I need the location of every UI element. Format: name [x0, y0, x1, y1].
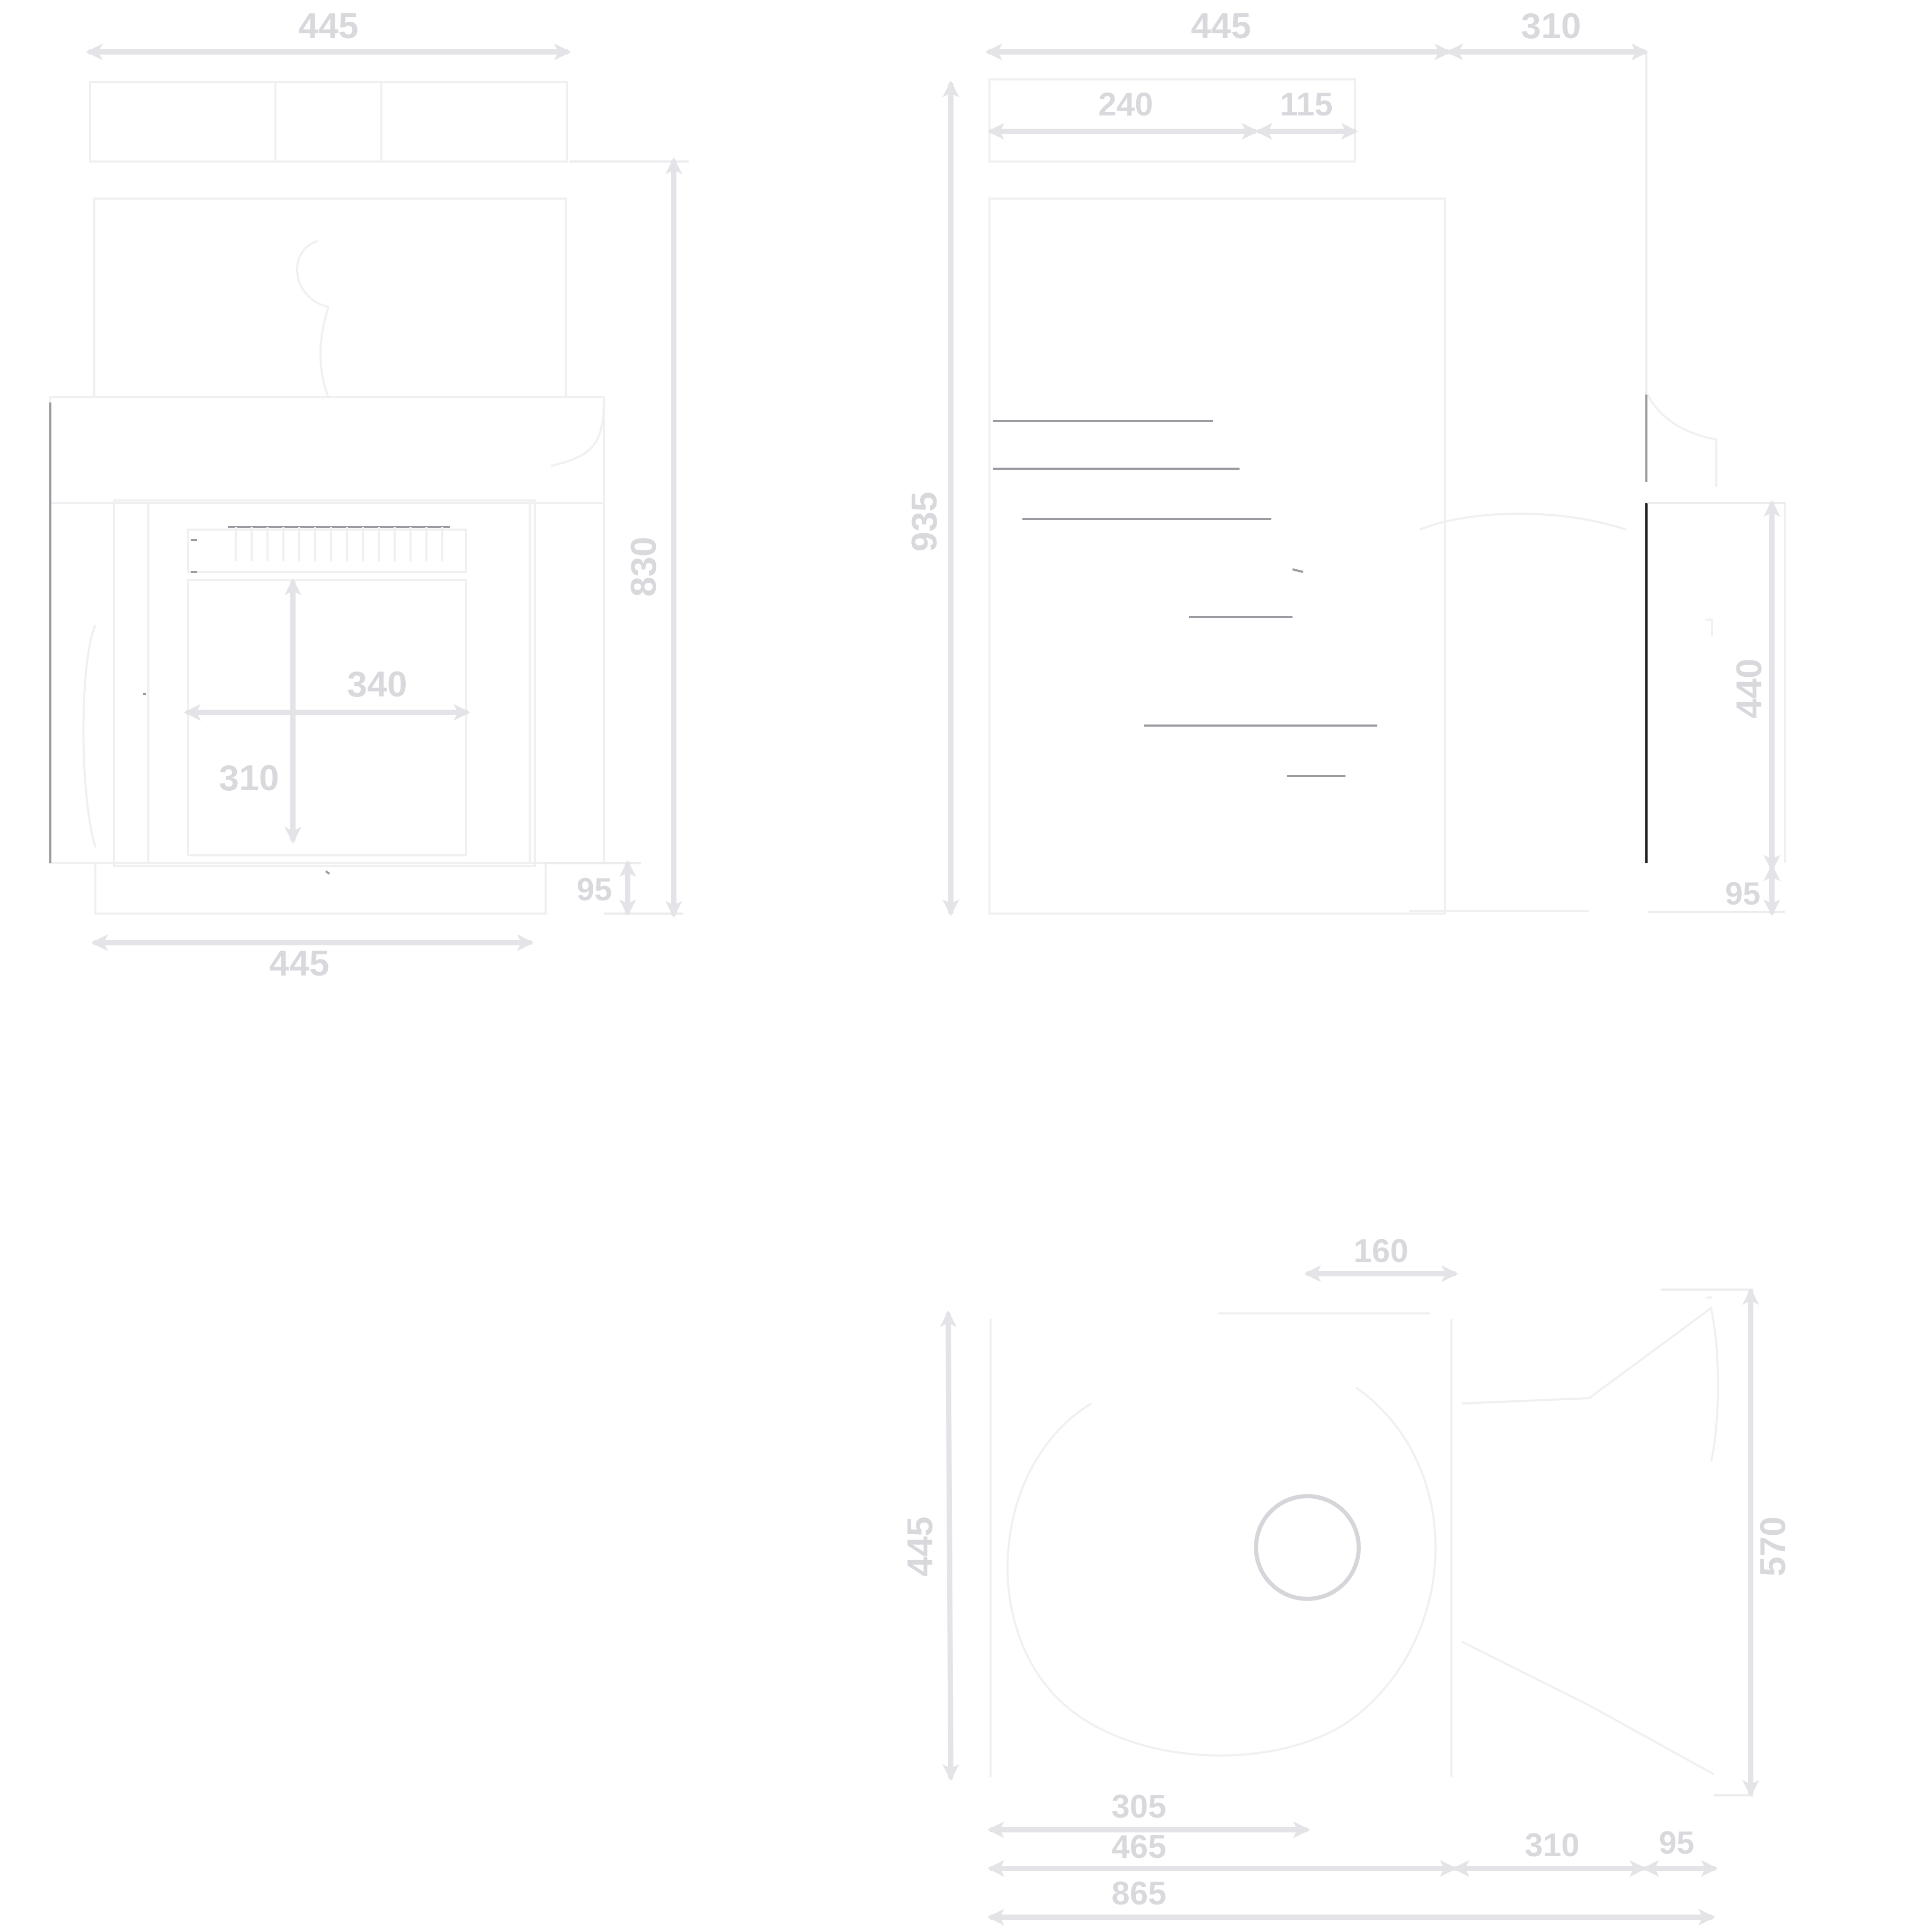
front-view-outline [49, 81, 605, 915]
side-heat-fins [993, 420, 1377, 777]
side-outlet-diameter-dimension: 115 [1255, 86, 1359, 140]
side-outlet-front-label: 240 [1098, 86, 1153, 123]
front-firebox-width-dimension: 340 [183, 664, 471, 721]
side-view-outline [988, 78, 1786, 915]
plan-outlet-width-dimension: 160 [1304, 1233, 1459, 1283]
front-grille [228, 526, 450, 561]
plan-extension-lines [1661, 1289, 1753, 1796]
plan-outlet-offset-dimension: 305 [987, 1788, 1311, 1839]
plan-body-depth-dimension: 445 [900, 1310, 959, 1781]
plan-side-width-label: 310 [1525, 1827, 1579, 1864]
plan-rear-offset-dimension: 95 [1642, 1825, 1718, 1877]
plan-total-depth-label: 570 [1753, 1516, 1793, 1576]
side-rear-height-dimension: 440 [1729, 499, 1781, 872]
plan-rear-offset-label: 95 [1659, 1825, 1695, 1861]
front-top-width-label: 445 [298, 6, 358, 46]
side-total-height-label: 935 [904, 491, 944, 551]
side-total-height-dimension: 935 [904, 80, 960, 917]
plan-side-width-dimension: 310 [1452, 1827, 1647, 1877]
plan-outlet-offset-label: 305 [1111, 1788, 1166, 1825]
front-base-height-dimension: 95 [577, 860, 637, 917]
side-rear-height-label: 440 [1729, 658, 1769, 718]
side-depth-dimension: 310 [1446, 6, 1649, 61]
side-top-width-dimension: 445 [985, 6, 1452, 61]
plan-view-outline [990, 1296, 1719, 1777]
front-extension-lines [546, 160, 689, 915]
side-outlet-front-dimension: 240 [987, 86, 1259, 140]
side-base-height-label: 95 [1725, 876, 1761, 911]
plan-flue-outlet [1254, 1494, 1361, 1601]
plan-outlet-width-label: 160 [1353, 1233, 1408, 1269]
front-base-height-label: 95 [577, 872, 612, 907]
front-firebox-height-dimension: 310 [219, 578, 302, 844]
side-outlet-diameter-label: 115 [1280, 86, 1333, 123]
plan-body-depth-label: 445 [900, 1516, 940, 1576]
plan-total-depth-dimension: 570 [1742, 1287, 1793, 1797]
front-firebox-width-label: 340 [347, 664, 407, 704]
plan-body-width-label: 465 [1111, 1829, 1166, 1865]
front-top-width-dimension: 445 [85, 6, 572, 61]
side-view: 445 310 240 115 935 440 95 [904, 6, 1786, 917]
plan-overall-width-label: 865 [1111, 1875, 1166, 1912]
side-base-height-dimension: 95 [1725, 864, 1781, 917]
front-total-height-dimension: 830 [623, 157, 683, 918]
front-base-width-label: 445 [269, 943, 329, 983]
side-extension-lines [1645, 52, 1785, 913]
front-firebox-height-label: 310 [219, 758, 279, 798]
side-depth-label: 310 [1521, 6, 1581, 46]
plan-view: 160 445 570 305 465 310 95 865 [900, 1233, 1793, 1926]
front-total-height-label: 830 [623, 536, 664, 596]
plan-overall-width-dimension: 865 [987, 1875, 1716, 1926]
front-base-width-dimension: 445 [91, 934, 534, 983]
plan-body-width-dimension: 465 [987, 1829, 1457, 1877]
front-view: 445 830 340 310 95 445 [49, 6, 689, 983]
side-top-width-label: 445 [1191, 6, 1251, 46]
